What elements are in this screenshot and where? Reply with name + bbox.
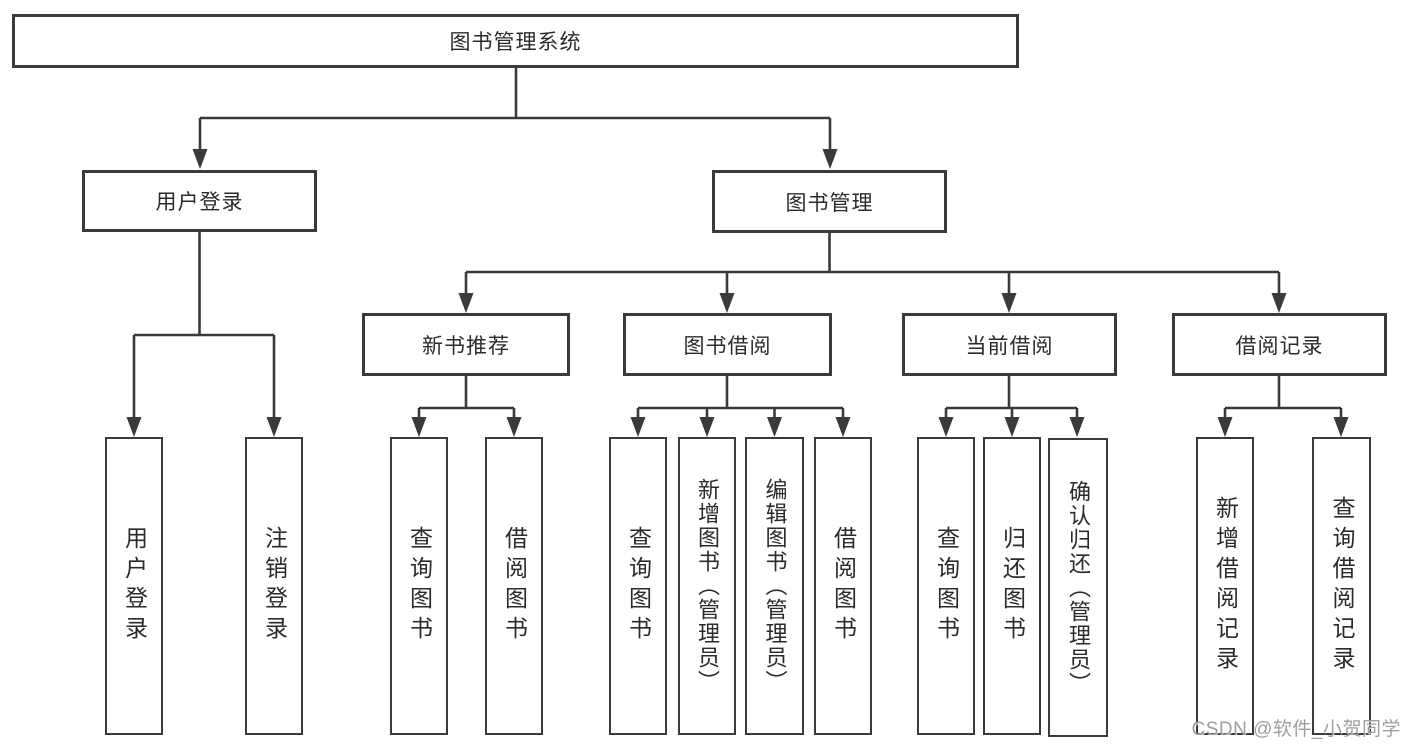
leaf-add-borrow-record-label: 新增借阅记录 xyxy=(1212,496,1239,676)
leaf-borrow-books-recommend: 借阅图书 xyxy=(485,437,543,735)
node-current-borrow: 当前借阅 xyxy=(902,313,1117,376)
leaf-add-book-admin-label: 新增图书（管理员） xyxy=(695,478,720,694)
leaf-query-books-current-label: 查询图书 xyxy=(933,526,960,646)
leaf-query-books-recommend-label: 查询图书 xyxy=(406,526,433,646)
leaf-user-login: 用户登录 xyxy=(105,437,163,735)
node-borrow-records: 借阅记录 xyxy=(1172,313,1387,376)
node-current-borrow-label: 当前借阅 xyxy=(965,334,1054,358)
leaf-query-books-current: 查询图书 xyxy=(917,437,975,735)
node-book-management: 图书管理 xyxy=(712,170,947,233)
node-book-borrow-label: 图书借阅 xyxy=(683,334,772,358)
node-root: 图书管理系统 xyxy=(12,14,1019,68)
leaf-query-borrow-record: 查询借阅记录 xyxy=(1312,437,1371,735)
leaf-edit-book-admin-label: 编辑图书（管理员） xyxy=(762,478,788,694)
leaf-add-borrow-record: 新增借阅记录 xyxy=(1196,437,1254,735)
node-user-login: 用户登录 xyxy=(82,170,317,232)
leaf-borrow-books-recommend-label: 借阅图书 xyxy=(501,526,528,646)
leaf-edit-book-admin: 编辑图书（管理员） xyxy=(745,437,804,735)
leaf-logout: 注销登录 xyxy=(245,437,303,735)
leaf-borrow-books: 借阅图书 xyxy=(814,437,872,735)
leaf-query-borrow-record-label: 查询借阅记录 xyxy=(1329,496,1355,676)
leaf-confirm-return-admin-label: 确认归还（管理员） xyxy=(1066,479,1091,696)
node-new-book-recommend: 新书推荐 xyxy=(362,313,570,376)
node-borrow-records-label: 借阅记录 xyxy=(1235,334,1324,358)
leaf-user-login-label: 用户登录 xyxy=(121,526,148,646)
leaf-query-books-borrow: 查询图书 xyxy=(609,437,667,735)
watermark-csdn: CSDN @软件_小贺同学 xyxy=(1191,719,1401,740)
leaf-confirm-return-admin: 确认归还（管理员） xyxy=(1048,438,1108,737)
leaf-borrow-books-label: 借阅图书 xyxy=(830,526,857,646)
leaf-logout-label: 注销登录 xyxy=(261,526,288,646)
node-user-login-label: 用户登录 xyxy=(155,191,244,214)
arrowhead-icons xyxy=(126,149,1349,437)
node-root-label: 图书管理系统 xyxy=(449,31,582,54)
leaf-query-books-borrow-label: 查询图书 xyxy=(625,526,652,646)
node-book-management-label: 图书管理 xyxy=(785,191,874,215)
leaf-add-book-admin: 新增图书（管理员） xyxy=(678,437,736,735)
node-new-book-recommend-label: 新书推荐 xyxy=(422,334,510,358)
leaf-return-book: 归还图书 xyxy=(983,437,1041,735)
node-book-borrow: 图书借阅 xyxy=(623,313,832,376)
leaf-query-books-recommend: 查询图书 xyxy=(390,437,448,735)
leaf-return-book-label: 归还图书 xyxy=(999,526,1026,646)
